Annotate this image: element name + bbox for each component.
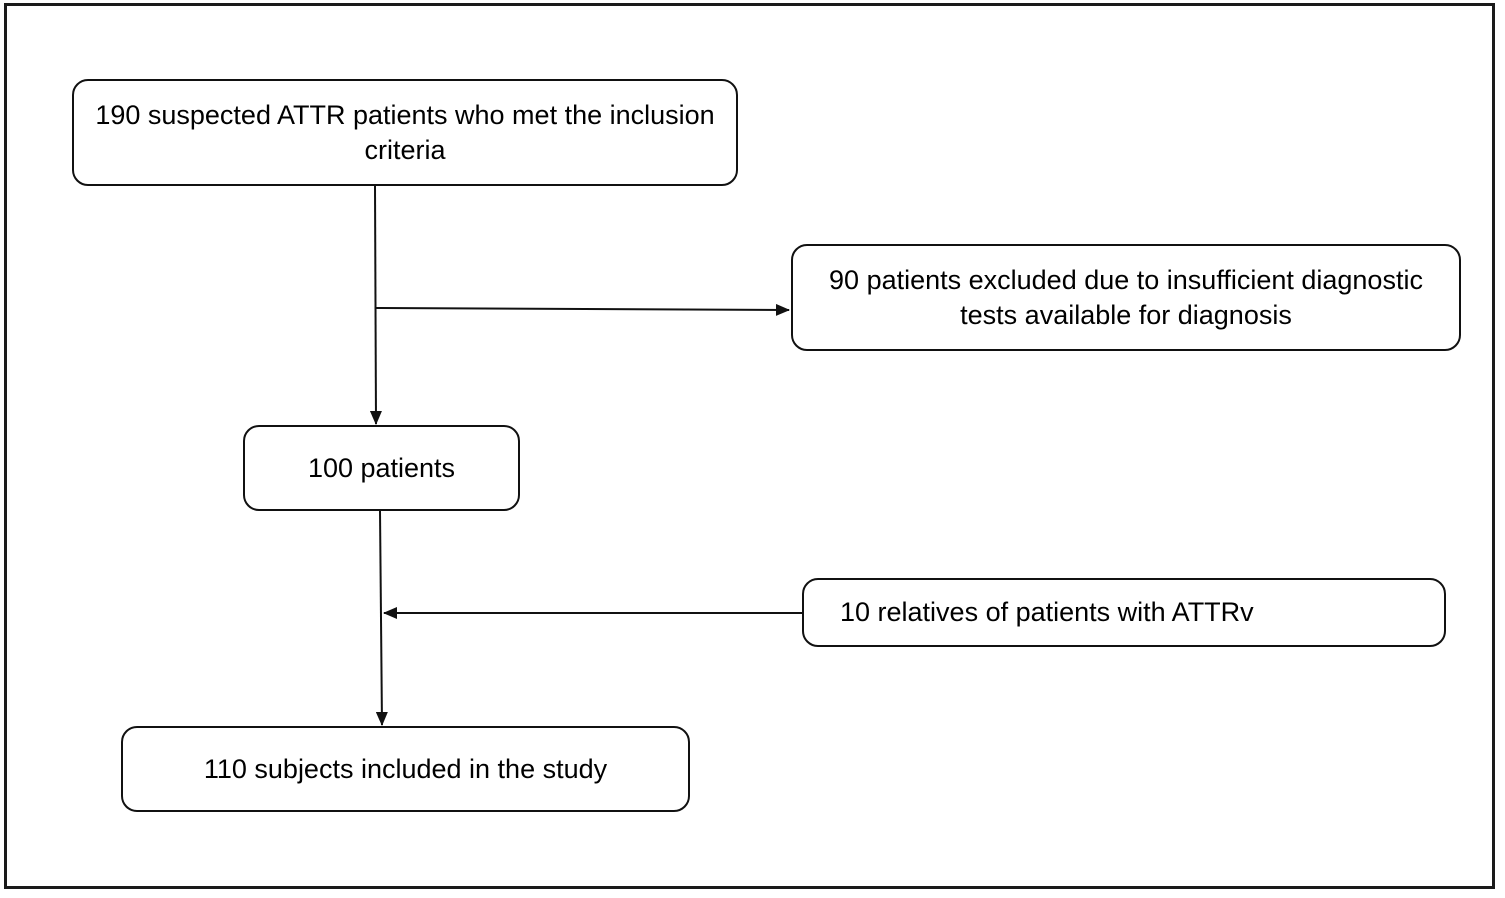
node-relatives-text: 10 relatives of patients with ATTRv — [840, 597, 1254, 627]
edge-start-to-remaining — [369, 185, 382, 425]
node-included-subjects-text: 110 subjects included in the study — [203, 753, 608, 784]
node-suspected-patients-text: 190 suspected ATTR patients who met the … — [95, 99, 715, 165]
node-excluded-patients-text: 90 patients excluded due to insufficient… — [829, 264, 1423, 330]
node-included-subjects: 110 subjects included in the study — [121, 726, 690, 812]
node-relatives: 10 relatives of patients with ATTRv — [802, 578, 1446, 647]
edge-remaining-to-final — [375, 510, 388, 726]
node-excluded-patients: 90 patients excluded due to insufficient… — [791, 244, 1461, 351]
figure-frame — [4, 3, 1495, 889]
node-remaining-patients-text: 100 patients — [307, 452, 456, 483]
node-remaining-patients: 100 patients — [243, 425, 520, 511]
node-suspected-patients: 190 suspected ATTR patients who met the … — [72, 79, 738, 186]
edge-start-to-excluded — [375, 303, 790, 316]
